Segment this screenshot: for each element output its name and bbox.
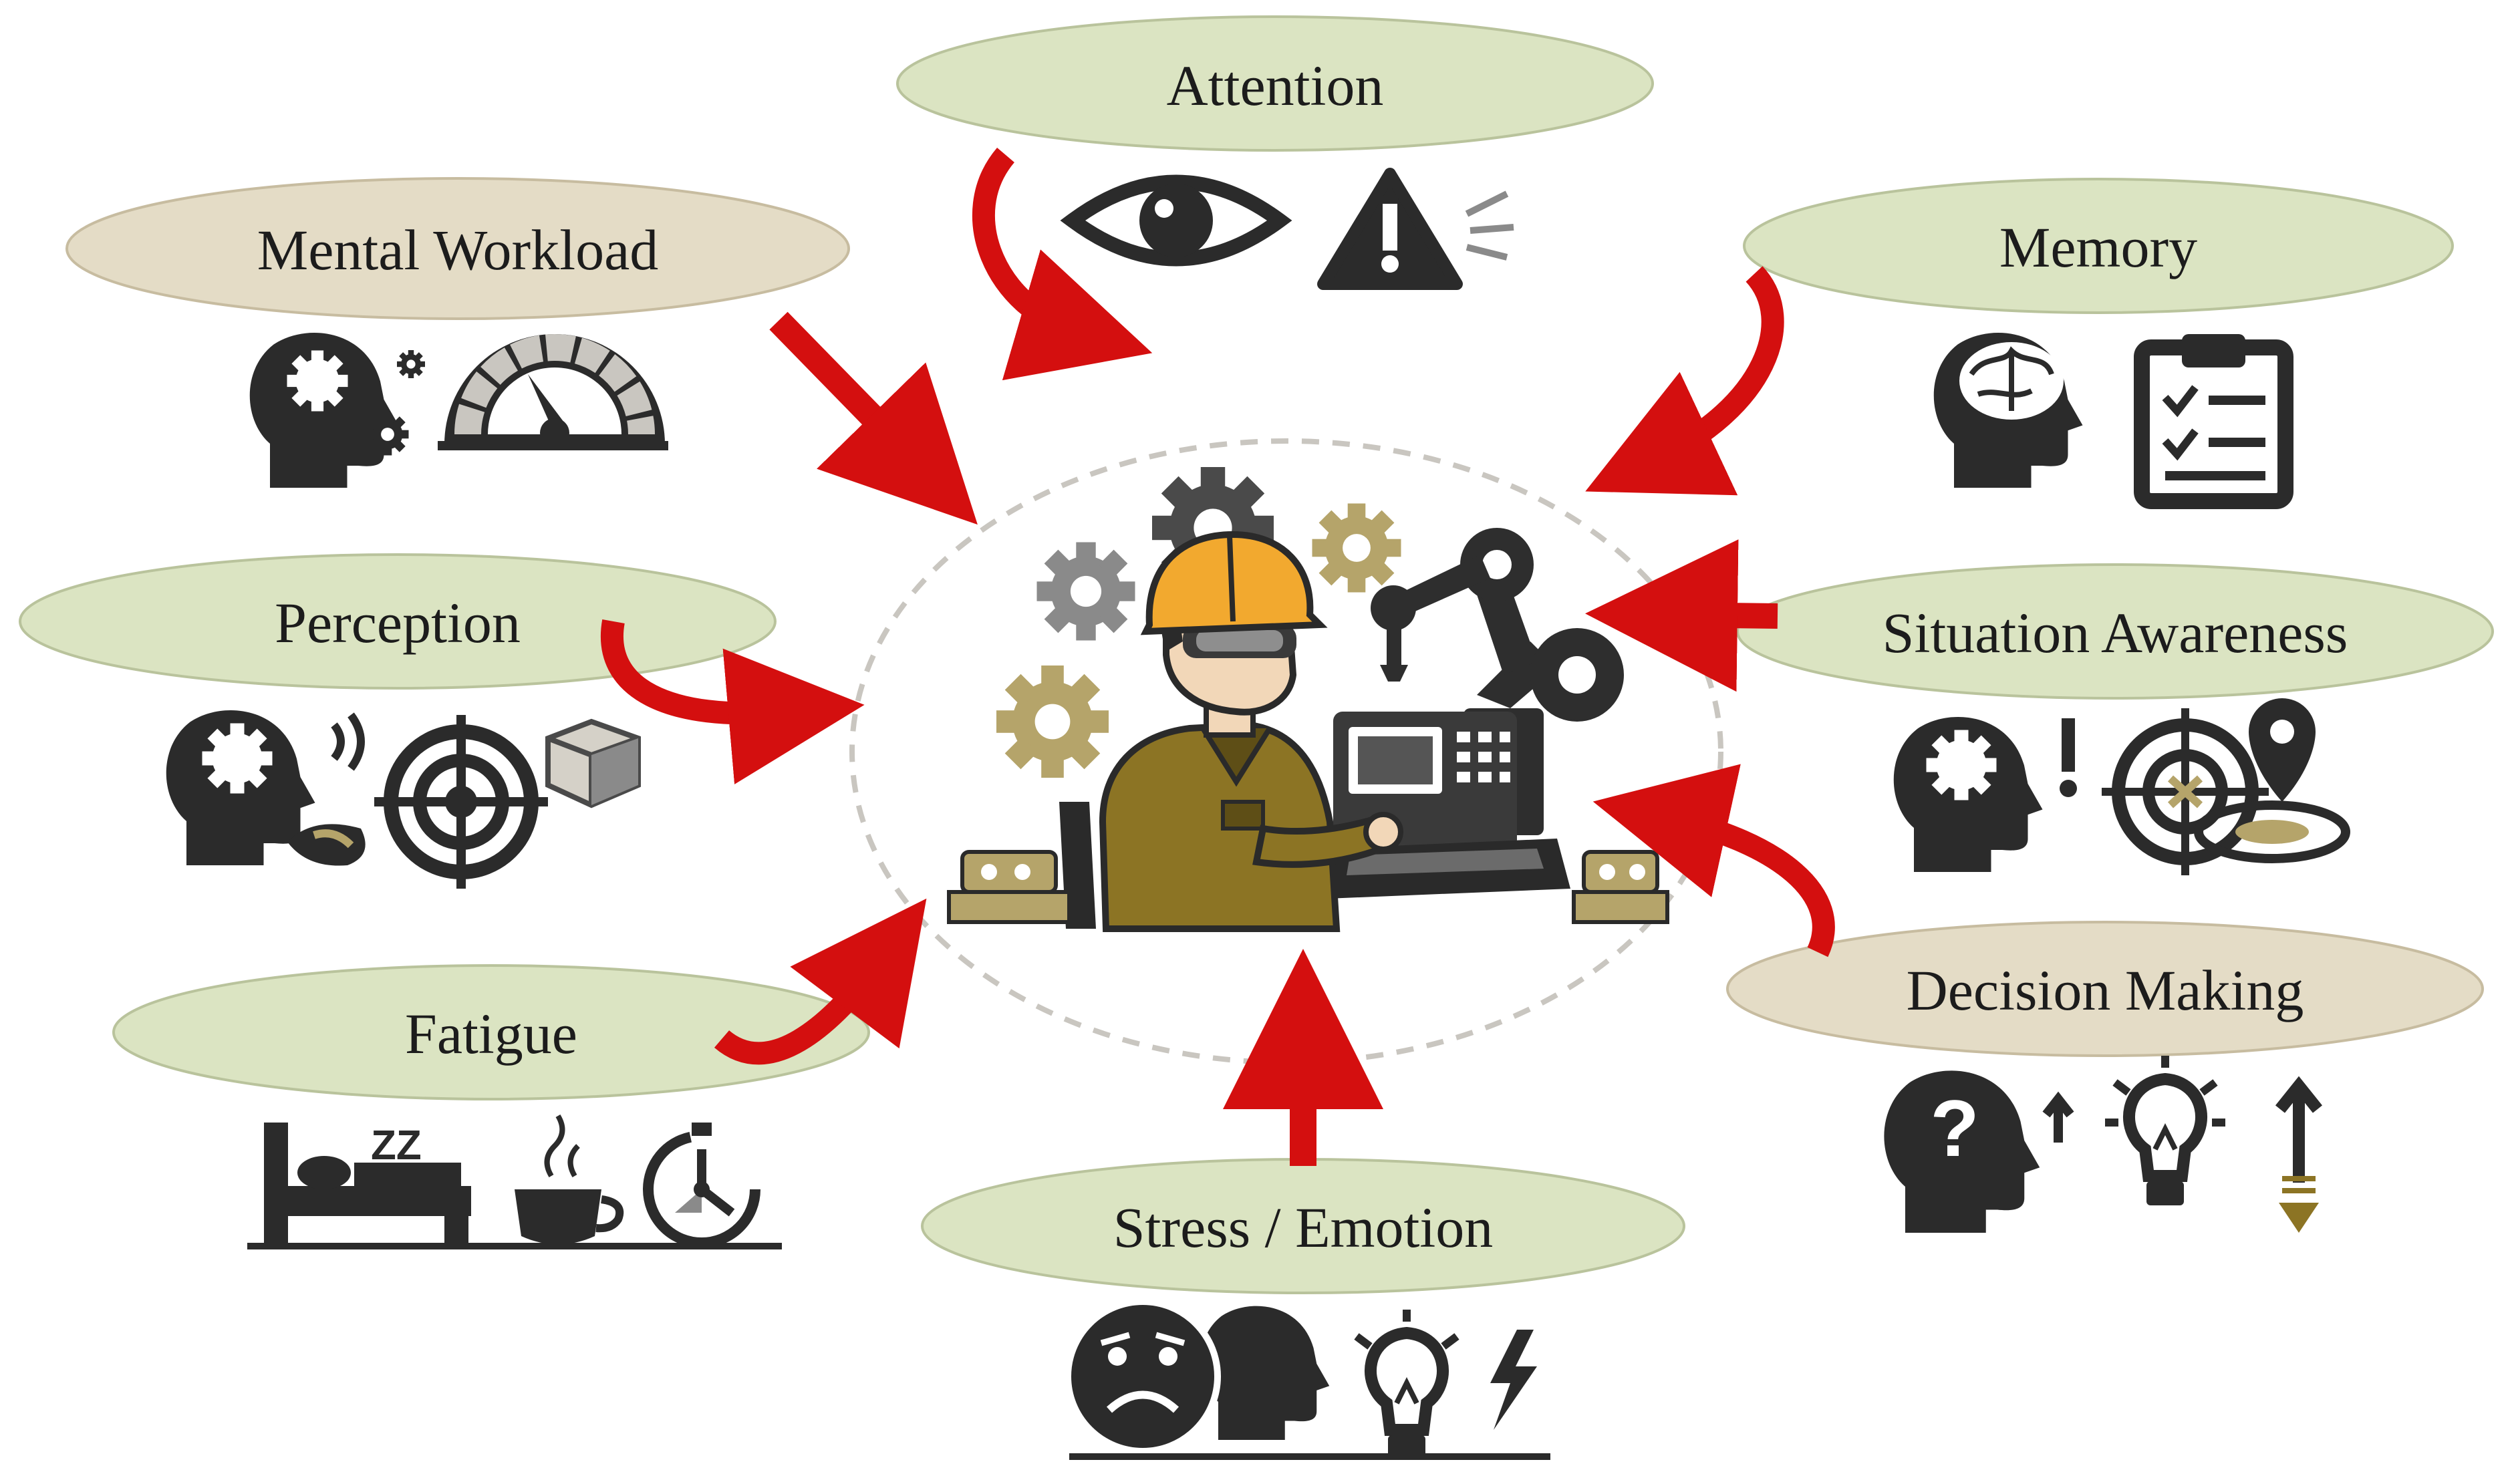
gear-icon xyxy=(996,665,1109,778)
worker-icon xyxy=(1059,531,1403,932)
lightbulb-lightning-icon xyxy=(1354,1310,1537,1459)
brain-head-icon xyxy=(1933,332,2083,488)
stopwatch-icon xyxy=(643,1123,760,1248)
mental-workload-arrow xyxy=(769,311,978,525)
conveyor-right-icon xyxy=(1572,850,1669,924)
head-gears-icon xyxy=(249,332,425,488)
target-location-pin-icon xyxy=(2102,698,2350,875)
industrial-worker-illustration xyxy=(947,467,1669,932)
fatigue-arrow xyxy=(714,898,927,1065)
memory-arrow xyxy=(1585,266,1784,496)
factor-stress-emotion: Stress / Emotion xyxy=(921,949,1685,1460)
perception-label: Perception xyxy=(275,591,521,655)
bed-sleep-icon: ZZ xyxy=(264,1123,471,1249)
attention-arrow xyxy=(972,147,1153,381)
situation-awareness-label: Situation Awareness xyxy=(1883,601,2348,665)
svg-text:ZZ: ZZ xyxy=(371,1123,422,1169)
target-crosshair-icon xyxy=(374,715,548,889)
sad-face-icon xyxy=(1065,1298,1330,1455)
head-gear-alert-icon xyxy=(1893,716,2077,872)
factor-memory: Memory xyxy=(1585,178,2454,509)
memory-ellipse xyxy=(1743,178,2454,314)
fatigue-label: Fatigue xyxy=(405,1002,577,1066)
decision-making-ellipse xyxy=(1726,921,2484,1057)
clipboard-checklist-icon xyxy=(2134,334,2293,509)
attention-ellipse xyxy=(896,15,1654,152)
fatigue-baseline xyxy=(247,1243,782,1249)
perception-arrow xyxy=(601,619,865,784)
attention-label: Attention xyxy=(1167,53,1384,118)
gear-icon xyxy=(1036,542,1135,641)
perception-ellipse xyxy=(19,553,777,690)
factor-fatigue: Fatigue ZZ xyxy=(112,898,927,1249)
factor-mental-workload: Mental Workload xyxy=(65,177,978,525)
coffee-cup-icon xyxy=(515,1114,624,1245)
mental-workload-ellipse xyxy=(65,177,850,320)
eye-icon xyxy=(1060,174,1292,267)
robot-arm-icon xyxy=(1371,528,1624,835)
factor-situation-awareness: Situation Awareness xyxy=(1585,539,2494,875)
warning-triangle-icon xyxy=(1317,168,1514,290)
control-console-icon xyxy=(1327,712,1570,899)
svg-text:?: ? xyxy=(1930,1084,1979,1173)
gear-icon xyxy=(1312,503,1401,593)
gauge-meter-icon xyxy=(438,334,668,450)
decision-making-arrow xyxy=(1592,764,1835,957)
head-gear-signal-icon xyxy=(166,710,366,866)
factor-attention: Attention xyxy=(896,15,1654,381)
head-question-icon: ? xyxy=(1884,1070,2074,1233)
box-icon xyxy=(545,718,641,808)
factor-decision-making: Decision Making ? xyxy=(1592,764,2484,1233)
lightbulb-arrows-icon xyxy=(2105,1056,2323,1233)
mental-workload-label: Mental Workload xyxy=(257,218,659,282)
situation-awareness-arrow xyxy=(1585,539,1778,692)
stress-emotion-label: Stress / Emotion xyxy=(1113,1195,1494,1259)
factor-perception: Perception xyxy=(19,553,865,889)
stress-baseline xyxy=(1069,1453,1550,1460)
memory-label: Memory xyxy=(1999,215,2197,279)
decision-making-label: Decision Making xyxy=(1907,958,2304,1022)
conveyor-left-icon xyxy=(947,850,1071,924)
